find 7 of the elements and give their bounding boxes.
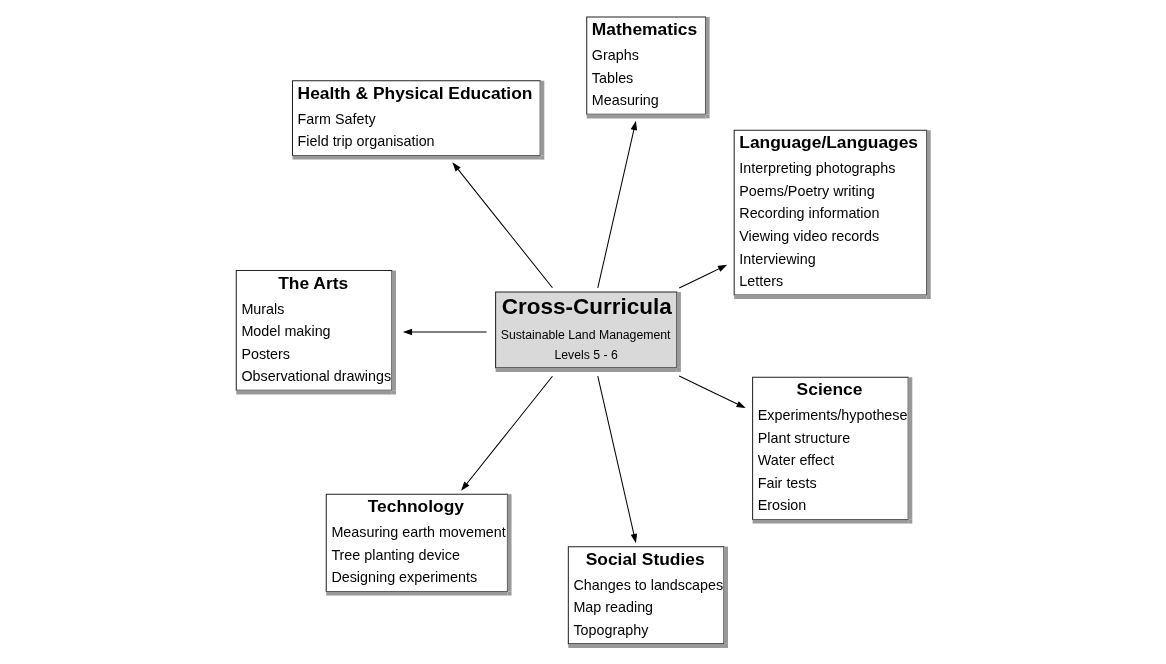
arrow <box>678 375 746 409</box>
arrow <box>460 375 553 491</box>
arrow <box>451 162 553 289</box>
arrow <box>596 120 637 289</box>
arrow <box>402 328 487 336</box>
arrow <box>678 264 727 289</box>
arrow <box>596 375 637 544</box>
